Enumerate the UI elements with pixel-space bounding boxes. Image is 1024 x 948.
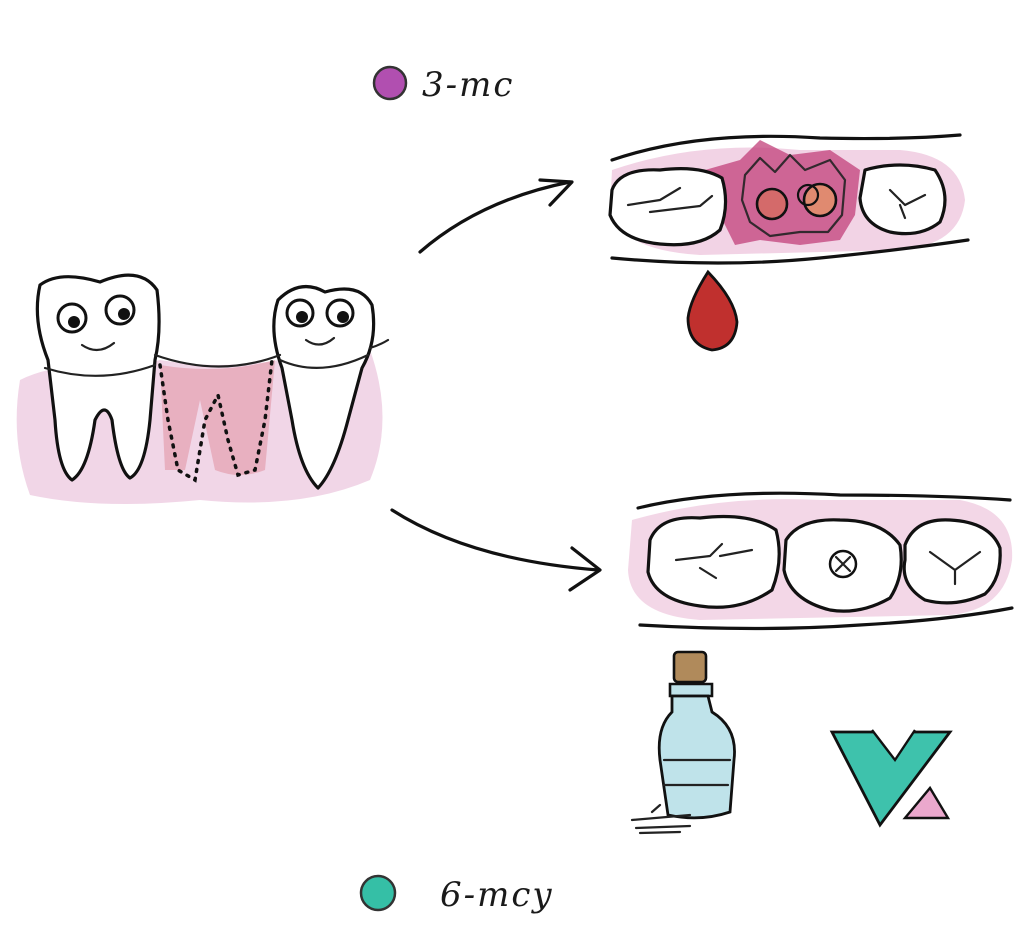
missing-tooth-outline: [158, 358, 274, 483]
legend-top-label: 3-mc: [422, 65, 514, 105]
legend-bottom-label: 6-mcy: [440, 875, 554, 915]
smiling-tooth-right-icon: [272, 284, 376, 490]
teal-triangle-icon: [829, 729, 953, 828]
smiling-tooth-left-icon: [35, 273, 161, 482]
healthy-jaw: [628, 491, 1014, 631]
legend-top-dot: [372, 65, 408, 101]
legend-bottom: 6-mcy: [359, 874, 554, 915]
legend-bottom-dot: [359, 874, 397, 912]
bottle-icon: [630, 650, 736, 835]
gap-inflammation: [160, 360, 275, 475]
teeth-with-gap: [16, 273, 390, 504]
arrow-down: [390, 508, 602, 592]
blood-drop-icon: [686, 269, 739, 352]
gum-line: [153, 353, 282, 368]
inflamed-jaw: [608, 133, 970, 265]
arrow-up: [418, 178, 574, 254]
legend-top: 3-mc: [372, 65, 514, 105]
